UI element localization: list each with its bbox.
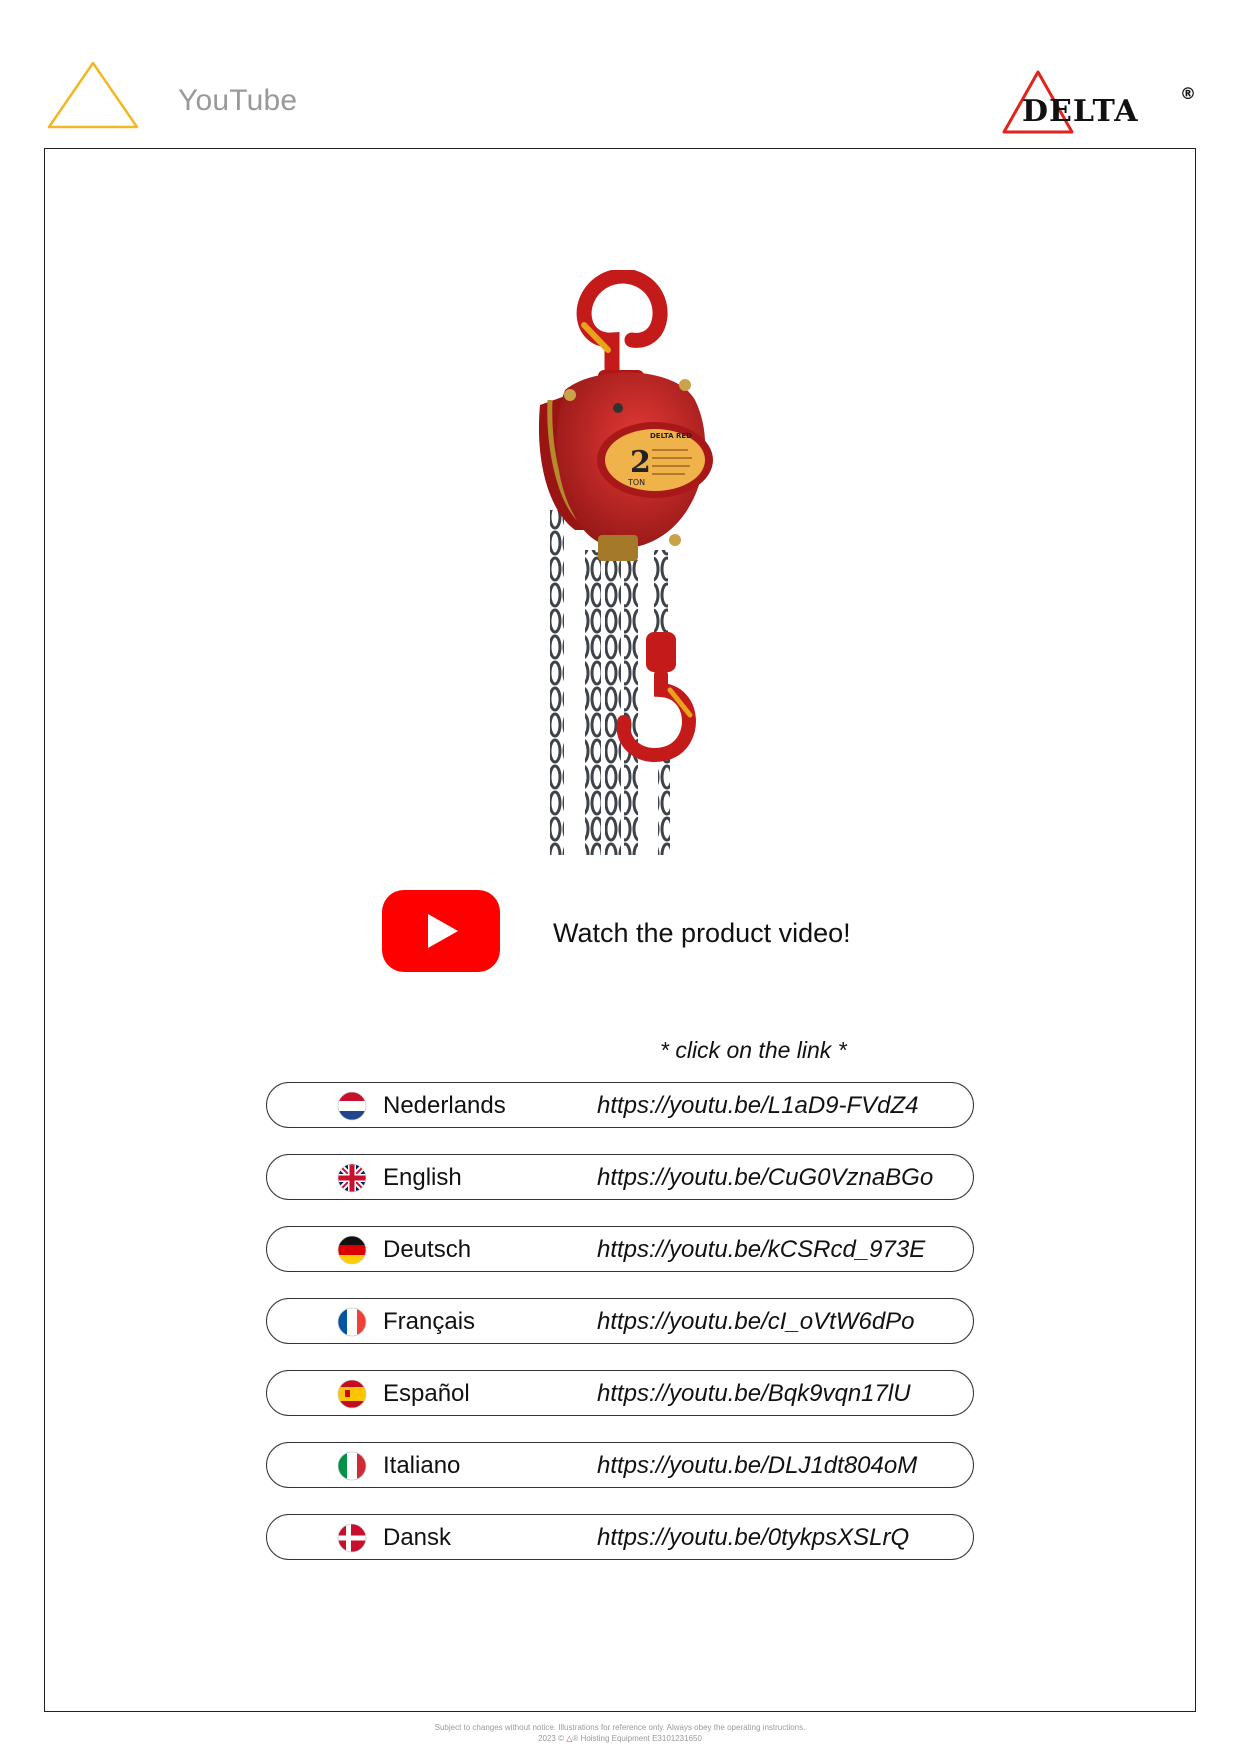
video-url-link[interactable]: https://youtu.be/CuG0VznaBGo	[597, 1164, 934, 1191]
video-link-row-it[interactable]: Italiano https://youtu.be/DLJ1dt804oM	[266, 1442, 974, 1488]
language-label: Deutsch	[383, 1236, 472, 1263]
language-label: Italiano	[383, 1452, 461, 1479]
video-url-link[interactable]: https://youtu.be/cI_oVtW6dPo	[597, 1308, 915, 1335]
page-title: YouTube	[178, 84, 298, 117]
language-label: Nederlands	[383, 1092, 506, 1119]
video-link-row-en[interactable]: English https://youtu.be/CuG0VznaBGo	[266, 1154, 974, 1200]
video-link-row-fr[interactable]: Français https://youtu.be/cI_oVtW6dPo	[266, 1298, 974, 1344]
page-footer: Subject to changes without notice. Illus…	[0, 1722, 1240, 1744]
language-label: Dansk	[383, 1524, 452, 1551]
footer-copyright-year: 2023 ©	[538, 1734, 564, 1743]
flag-france-icon	[337, 1307, 367, 1337]
flag-italy-icon	[337, 1451, 367, 1481]
watch-video-text: Watch the product video!	[553, 918, 851, 948]
video-url-link[interactable]: https://youtu.be/DLJ1dt804oM	[597, 1452, 918, 1479]
language-label: English	[383, 1164, 462, 1191]
video-link-row-de[interactable]: Deutsch https://youtu.be/kCSRcd_973E	[266, 1226, 974, 1272]
footer-disclaimer: Subject to changes without notice. Illus…	[434, 1723, 806, 1732]
registered-mark: ®	[1180, 84, 1196, 103]
plate-unit: TON	[627, 478, 645, 487]
delta-logo: DELTA ®	[1000, 70, 1206, 134]
flag-uk-icon	[337, 1163, 367, 1193]
chain-hoist-image: 2 TON DELTA RED	[520, 270, 730, 855]
flag-spain-icon	[337, 1379, 367, 1409]
language-label: Español	[383, 1380, 470, 1407]
flag-netherlands-icon	[337, 1091, 367, 1121]
flag-denmark-icon	[337, 1523, 367, 1553]
flag-germany-icon	[337, 1235, 367, 1265]
video-url-link[interactable]: https://youtu.be/kCSRcd_973E	[597, 1236, 926, 1263]
page-header: YouTube DELTA ®	[0, 0, 1240, 140]
footer-copyright-text: ® Hoisting Equipment E3101231650	[572, 1734, 702, 1743]
logo-text: DELTA	[1022, 94, 1139, 129]
video-url-link[interactable]: https://youtu.be/L1aD9-FVdZ4	[597, 1092, 919, 1119]
click-instruction: * click on the link *	[660, 1037, 847, 1063]
video-url-link[interactable]: https://youtu.be/Bqk9vqn17lU	[597, 1380, 911, 1407]
video-link-row-es[interactable]: Español https://youtu.be/Bqk9vqn17lU	[266, 1370, 974, 1416]
video-url-link[interactable]: https://youtu.be/0tykpsXSLrQ	[597, 1524, 910, 1551]
content-frame	[44, 148, 1196, 1712]
footer-delta-mini-logo-icon: △	[566, 1734, 573, 1743]
footer-copyright: 2023 © △® Hoisting Equipment E3101231650	[0, 1733, 1240, 1744]
plate-brand: DELTA RED	[650, 432, 692, 440]
video-link-row-da[interactable]: Dansk https://youtu.be/0tykpsXSLrQ	[266, 1514, 974, 1560]
plate-number: 2	[630, 445, 651, 480]
warning-triangle-icon	[46, 60, 140, 130]
youtube-play-icon[interactable]	[382, 890, 500, 972]
language-label: Français	[383, 1308, 476, 1335]
video-link-row-nl[interactable]: Nederlands https://youtu.be/L1aD9-FVdZ4	[266, 1082, 974, 1128]
